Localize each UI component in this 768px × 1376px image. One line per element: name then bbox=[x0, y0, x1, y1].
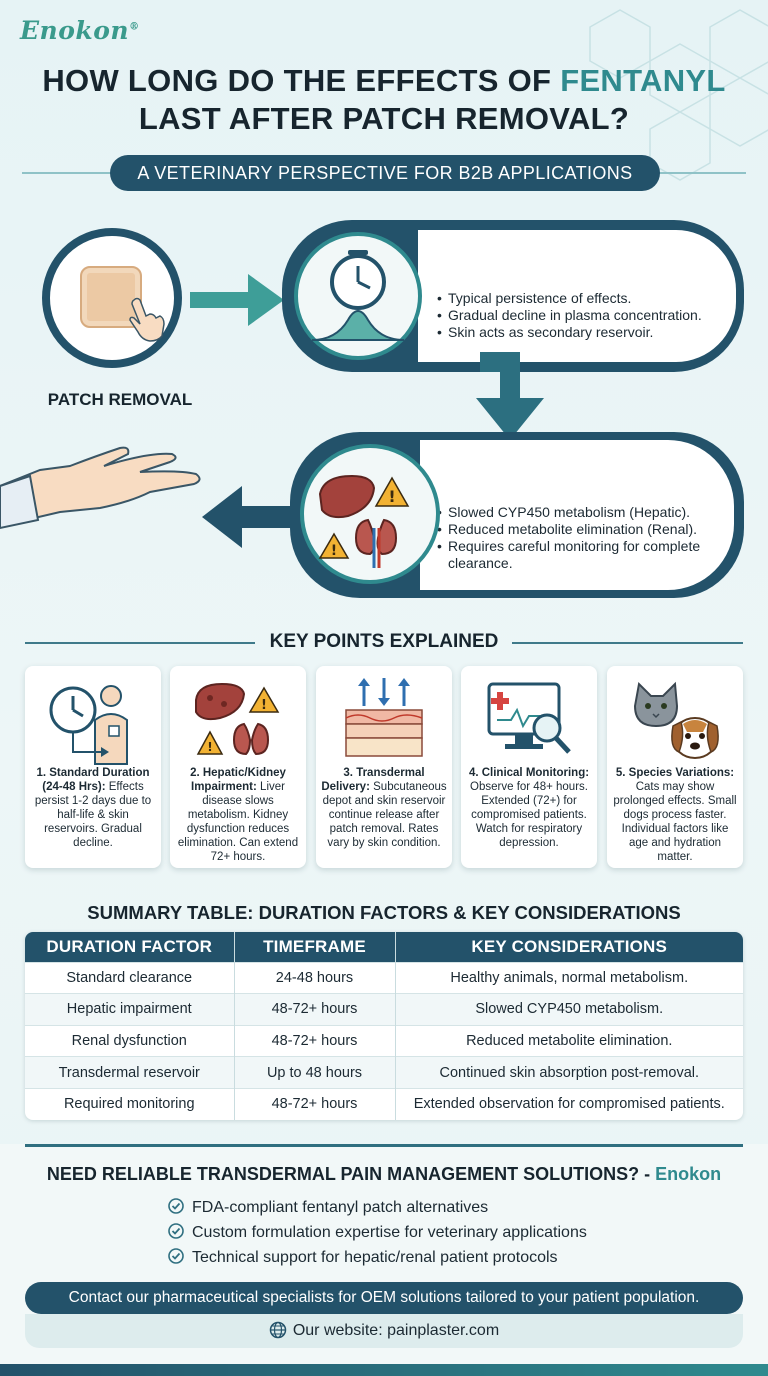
patch-removal-label: PATCH REMOVAL bbox=[47, 390, 193, 409]
list-item: Typical persistence of effects. bbox=[437, 290, 737, 307]
list-item: Gradual decline in plasma concentration. bbox=[437, 307, 737, 324]
cta-title: NEED RELIABLE TRANSDERMAL PAIN MANAGEMEN… bbox=[46, 1164, 722, 1184]
arrow-left-icon bbox=[202, 486, 300, 548]
table-cell: Extended observation for compromised pat… bbox=[394, 1087, 743, 1120]
subtitle-banner: A VETERINARY PERSPECTIVE FOR B2B APPLICA… bbox=[110, 155, 660, 191]
page-title: HOW LONG DO THE EFFECTS OF FENTANYL LAST… bbox=[42, 63, 726, 136]
check-circle-icon bbox=[168, 1248, 184, 1264]
subtitle-rule-right bbox=[656, 172, 746, 174]
patch-icon bbox=[80, 266, 142, 328]
cta-list-item: Custom formulation expertise for veterin… bbox=[168, 1223, 587, 1242]
table-cell: Transdermal reservoir bbox=[25, 1056, 234, 1089]
brand-logo: Enokon® bbox=[20, 16, 140, 45]
key-point-text: 2. Hepatic/Kidney Impairment: Liver dise… bbox=[177, 767, 299, 863]
section-rule-left bbox=[25, 642, 255, 644]
table-cell: Reduced metabolite elimination. bbox=[394, 1024, 743, 1057]
organ-circle: ! ! bbox=[300, 444, 440, 584]
svg-text:!: ! bbox=[331, 543, 337, 559]
table-cell: Continued skin absorption post-removal. bbox=[394, 1056, 743, 1089]
contact-banner[interactable]: Contact our pharmaceutical specialists f… bbox=[25, 1282, 743, 1314]
key-point-text: 4. Clinical Monitoring: Observe for 48+ … bbox=[468, 767, 590, 849]
arrow-down-icon bbox=[476, 352, 544, 440]
table-header-row: DURATION FACTOR TIMEFRAME KEY CONSIDERAT… bbox=[25, 932, 743, 962]
pointing-hand-icon bbox=[129, 297, 165, 342]
section-rule-right bbox=[512, 642, 743, 644]
key-points-title: KEY POINTS EXPLAINED bbox=[269, 631, 499, 652]
table-row: Hepatic impairment 48-72+ hours Slowed C… bbox=[25, 993, 743, 1026]
list-item: Reduced metabolite elimination (Renal). bbox=[437, 521, 729, 538]
table-cell: Hepatic impairment bbox=[25, 993, 234, 1026]
table-cell: Renal dysfunction bbox=[25, 1024, 234, 1057]
clock-circle bbox=[294, 232, 422, 360]
table-cell: 48-72+ hours bbox=[233, 993, 395, 1026]
key-point-text: 5. Species Variations: Cats may show pro… bbox=[613, 767, 737, 863]
key-point-card-1: 1. Standard Duration (24-48 Hrs): Effect… bbox=[25, 666, 161, 868]
key-point-card-3: 3. Transdermal Delivery: Subcutaneous de… bbox=[316, 666, 452, 868]
hexagon-pattern-decoration bbox=[589, 9, 768, 181]
extended-duration-heading: EXTENDED DURATION (72+ HOURS) FOR COMPRO… bbox=[432, 453, 686, 487]
key-point-card-5: 5. Species Variations: Cats may show pro… bbox=[607, 666, 743, 868]
table-row: Transdermal reservoir Up to 48 hours Con… bbox=[25, 1056, 743, 1089]
table-row: Standard clearance 24-48 hours Healthy a… bbox=[25, 961, 743, 994]
check-circle-icon bbox=[168, 1223, 184, 1239]
list-item: Skin acts as secondary reservoir. bbox=[437, 324, 737, 341]
footer-band bbox=[0, 1364, 768, 1376]
subtitle-rule-left bbox=[22, 172, 112, 174]
patch-removal-circle bbox=[42, 228, 182, 368]
extended-duration-bullets: Slowed CYP450 metabolism (Hepatic). Redu… bbox=[437, 504, 729, 572]
table-cell: Slowed CYP450 metabolism. bbox=[394, 993, 743, 1026]
summary-table-title: SUMMARY TABLE: DURATION FACTORS & KEY CO… bbox=[87, 902, 681, 923]
liver-kidney-warning-icon: ! ! bbox=[195, 682, 280, 756]
list-item: Requires careful monitoring for complete… bbox=[437, 538, 729, 572]
column-header: KEY CONSIDERATIONS bbox=[394, 932, 743, 962]
arrow-right-icon bbox=[190, 274, 284, 326]
table-cell: 48-72+ hours bbox=[233, 1024, 395, 1057]
list-item: Slowed CYP450 metabolism (Hepatic). bbox=[437, 504, 729, 521]
table-cell: Healthy animals, normal metabolism. bbox=[394, 961, 743, 994]
liver-kidney-warning-icon: ! ! bbox=[318, 474, 410, 568]
svg-text:!: ! bbox=[388, 487, 395, 506]
svg-text:!: ! bbox=[207, 740, 212, 754]
table-row: Required monitoring 48-72+ hours Extende… bbox=[25, 1087, 743, 1120]
standard-duration-bullets: Typical persistence of effects. Gradual … bbox=[437, 290, 737, 341]
globe-icon bbox=[269, 1321, 287, 1339]
column-header: TIMEFRAME bbox=[233, 932, 395, 962]
key-point-card-2: ! ! 2. Hepatic/Kidney Impairment: Liver … bbox=[170, 666, 306, 868]
cta-list-item: FDA-compliant fentanyl patch alternative… bbox=[168, 1198, 488, 1217]
website-link[interactable]: Our website: painplaster.com bbox=[25, 1314, 743, 1348]
table-cell: Required monitoring bbox=[25, 1087, 234, 1120]
key-point-text: 3. Transdermal Delivery: Subcutaneous de… bbox=[321, 767, 447, 849]
column-header: DURATION FACTOR bbox=[25, 932, 234, 962]
open-hand-icon bbox=[0, 446, 201, 530]
table-cell: Up to 48 hours bbox=[233, 1056, 395, 1089]
cat-dog-icon bbox=[633, 681, 719, 759]
svg-text:!: ! bbox=[261, 698, 267, 713]
standard-duration-heading: STANDARD DURATION (24-48 HOURS) FOR HEAL… bbox=[432, 239, 700, 273]
clock-person-icon bbox=[49, 685, 128, 765]
check-circle-icon bbox=[168, 1198, 184, 1214]
table-cell: Standard clearance bbox=[25, 961, 234, 994]
key-point-card-4: 4. Clinical Monitoring: Observe for 48+ … bbox=[461, 666, 597, 868]
cta-list-item: Technical support for hepatic/renal pati… bbox=[168, 1248, 558, 1267]
table-row: Renal dysfunction 48-72+ hours Reduced m… bbox=[25, 1024, 743, 1057]
cta-rule bbox=[25, 1144, 743, 1147]
clock-curve-icon bbox=[311, 250, 405, 341]
skin-layers-icon bbox=[345, 678, 423, 757]
summary-table: DURATION FACTOR TIMEFRAME KEY CONSIDERAT… bbox=[25, 932, 743, 1120]
table-cell: 48-72+ hours bbox=[233, 1087, 395, 1120]
key-point-text: 1. Standard Duration (24-48 Hrs): Effect… bbox=[34, 767, 152, 849]
table-cell: 24-48 hours bbox=[233, 961, 395, 994]
monitor-magnifier-icon bbox=[487, 682, 571, 754]
